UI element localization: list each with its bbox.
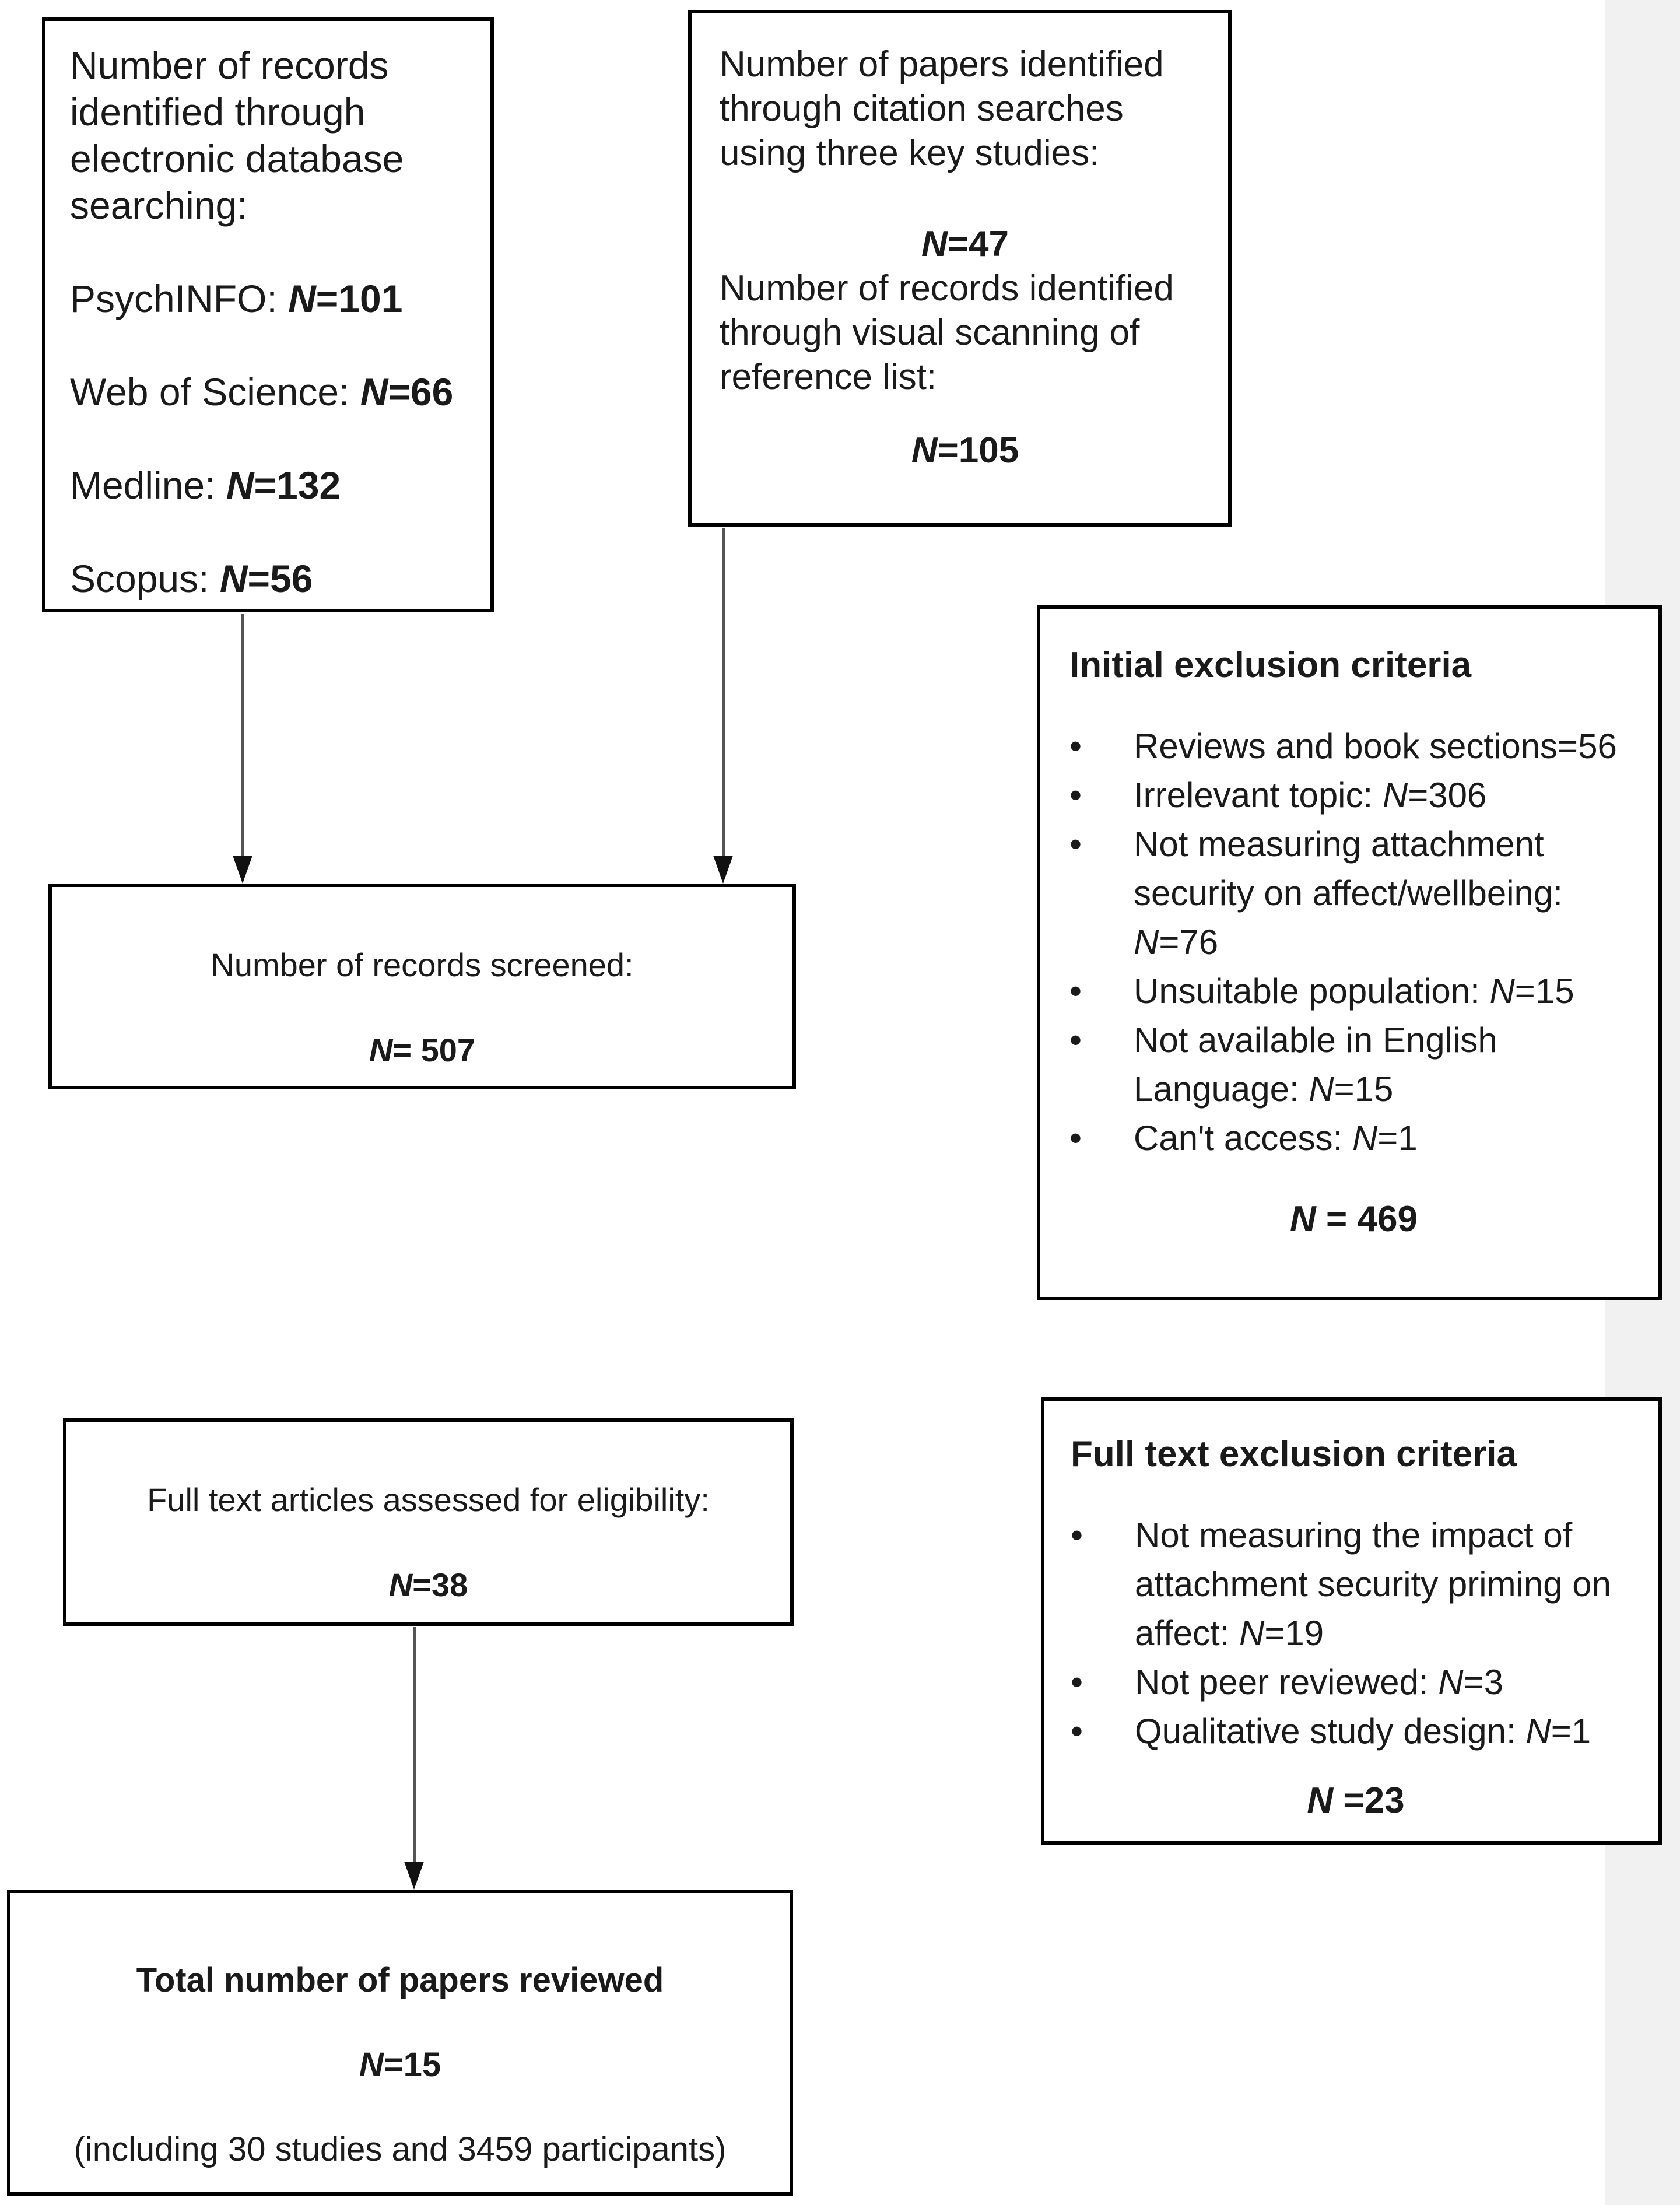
total-papers-reviewed-box: Total number of papers reviewed N=15 (in… bbox=[7, 1890, 793, 2196]
total-papers-note: (including 30 studies and 3459 participa… bbox=[73, 2130, 727, 2168]
database-source-medline: Medline: N=132 bbox=[70, 462, 469, 509]
count-value: =105 bbox=[937, 430, 1019, 471]
arrow-down-icon bbox=[713, 856, 733, 884]
n-symbol: N bbox=[1307, 1780, 1334, 1821]
database-searching-box: Number of records identified through ele… bbox=[42, 17, 494, 612]
n-symbol: N bbox=[288, 277, 316, 320]
bullet-icon: • bbox=[1069, 727, 1082, 766]
list-item: • Not available in English Language: N=1… bbox=[1069, 1016, 1638, 1114]
n-symbol: N bbox=[1309, 1070, 1334, 1109]
fulltext-exclusion-list: • Not measuring the impact of attachment… bbox=[1071, 1511, 1641, 1756]
source-label: Web of Science: bbox=[70, 370, 360, 413]
source-label: PsychINFO: bbox=[70, 277, 289, 320]
list-item: • Not measuring the impact of attachment… bbox=[1071, 1511, 1641, 1658]
visual-scanning-count: N=105 bbox=[720, 429, 1211, 473]
n-symbol: N bbox=[388, 1566, 413, 1603]
list-item: • Qualitative study design: N=1 bbox=[1071, 1707, 1641, 1756]
bullet-icon: • bbox=[1069, 972, 1082, 1011]
list-item-text: Unsuitable population: N=15 bbox=[1134, 972, 1574, 1011]
source-count: =101 bbox=[315, 277, 403, 320]
initial-exclusion-list: • Reviews and book sections=56 • Irrelev… bbox=[1069, 722, 1638, 1163]
count-value: =38 bbox=[412, 1566, 468, 1603]
n-symbol: N bbox=[921, 224, 948, 264]
source-label: Scopus: bbox=[70, 557, 220, 600]
list-item-text: Not measuring the impact of attachment s… bbox=[1135, 1516, 1612, 1653]
n-symbol: N bbox=[1489, 972, 1515, 1011]
database-box-title: Number of records identified through ele… bbox=[70, 44, 404, 227]
citation-searches-box: Number of papers identified through cita… bbox=[688, 10, 1232, 527]
list-item: • Not measuring attachment security on a… bbox=[1069, 820, 1638, 967]
fulltext-assessed-count: N=38 bbox=[66, 1565, 790, 1605]
total-papers-title: Total number of papers reviewed bbox=[136, 1961, 664, 1999]
n-symbol: N bbox=[1525, 1712, 1551, 1751]
list-item-text: Not peer reviewed: N=3 bbox=[1135, 1663, 1504, 1702]
bullet-icon: • bbox=[1071, 1516, 1083, 1555]
n-symbol: N bbox=[1239, 1614, 1265, 1653]
list-item-text: Irrelevant topic: N=306 bbox=[1134, 776, 1487, 815]
list-item: • Irrelevant topic: N=306 bbox=[1069, 771, 1638, 820]
source-label: Medline: bbox=[70, 464, 226, 507]
bullet-icon: • bbox=[1069, 1021, 1082, 1060]
citation-count: N=47 bbox=[720, 222, 1211, 267]
records-screened-count: N= 507 bbox=[52, 1030, 792, 1070]
n-symbol: N bbox=[1290, 1199, 1316, 1239]
list-item-text: Reviews and book sections=56 bbox=[1134, 727, 1617, 766]
n-symbol: N bbox=[219, 557, 248, 600]
n-symbol: N bbox=[1438, 1663, 1464, 1702]
bullet-icon: • bbox=[1069, 825, 1082, 864]
total-papers-count: N=15 bbox=[22, 2045, 778, 2085]
list-item-text: Not available in English Language: N=15 bbox=[1134, 1021, 1497, 1109]
list-item-text: Can't access: N=1 bbox=[1134, 1119, 1418, 1158]
arrow-down-icon bbox=[233, 856, 252, 884]
fulltext-exclusion-title: Full text exclusion criteria bbox=[1071, 1434, 1517, 1474]
n-symbol: N bbox=[1352, 1119, 1378, 1158]
list-item: • Can't access: N=1 bbox=[1069, 1114, 1638, 1163]
n-symbol: N bbox=[359, 2046, 384, 2084]
count-value: =47 bbox=[947, 224, 1009, 264]
n-symbol: N bbox=[1134, 923, 1159, 962]
flow-arrow-fulltext-to-total bbox=[413, 1627, 416, 1862]
source-count: =56 bbox=[247, 557, 313, 600]
total-value: =23 bbox=[1333, 1780, 1405, 1821]
visual-scanning-text: Number of records identified through vis… bbox=[720, 268, 1174, 397]
list-item: • Unsuitable population: N=15 bbox=[1069, 967, 1638, 1016]
count-value: = 507 bbox=[392, 1032, 476, 1068]
count-value: =15 bbox=[383, 2046, 441, 2084]
n-symbol: N bbox=[911, 430, 938, 471]
list-item-text: Not measuring attachment security on aff… bbox=[1134, 825, 1563, 962]
database-source-web-of-science: Web of Science: N=66 bbox=[70, 369, 469, 415]
fulltext-assessed-box: Full text articles assessed for eligibil… bbox=[63, 1418, 794, 1626]
bullet-icon: • bbox=[1071, 1663, 1083, 1702]
fulltext-assessed-title: Full text articles assessed for eligibil… bbox=[147, 1481, 710, 1518]
bullet-icon: • bbox=[1069, 1119, 1082, 1158]
fulltext-exclusion-total: N =23 bbox=[1071, 1776, 1641, 1825]
initial-exclusion-criteria-box: Initial exclusion criteria • Reviews and… bbox=[1037, 605, 1662, 1300]
records-screened-title: Number of records screened: bbox=[211, 946, 634, 983]
flow-arrow-database-to-screened bbox=[241, 614, 244, 856]
initial-exclusion-title: Initial exclusion criteria bbox=[1069, 645, 1472, 685]
n-symbol: N bbox=[226, 464, 254, 507]
list-item: • Reviews and book sections=56 bbox=[1069, 722, 1638, 771]
list-item-text: Qualitative study design: N=1 bbox=[1135, 1712, 1591, 1751]
database-source-scopus: Scopus: N=56 bbox=[70, 555, 469, 602]
list-item: • Not peer reviewed: N=3 bbox=[1071, 1658, 1641, 1707]
initial-exclusion-total: N = 469 bbox=[1069, 1195, 1638, 1244]
n-symbol: N bbox=[360, 370, 388, 413]
bullet-icon: • bbox=[1069, 776, 1082, 815]
n-symbol: N bbox=[369, 1032, 393, 1068]
citation-box-text: Number of papers identified through cita… bbox=[720, 44, 1164, 173]
n-symbol: N bbox=[1382, 776, 1408, 815]
source-count: =66 bbox=[388, 370, 454, 413]
flow-arrow-citation-to-screened bbox=[722, 528, 725, 856]
database-source-psychinfo: PsychINFO: N=101 bbox=[70, 275, 469, 322]
arrow-down-icon bbox=[404, 1862, 424, 1890]
records-screened-box: Number of records screened: N= 507 bbox=[48, 884, 796, 1089]
fulltext-exclusion-criteria-box: Full text exclusion criteria • Not measu… bbox=[1041, 1397, 1662, 1845]
source-count: =132 bbox=[254, 464, 341, 507]
bullet-icon: • bbox=[1071, 1712, 1083, 1751]
total-value: = 469 bbox=[1316, 1199, 1418, 1239]
